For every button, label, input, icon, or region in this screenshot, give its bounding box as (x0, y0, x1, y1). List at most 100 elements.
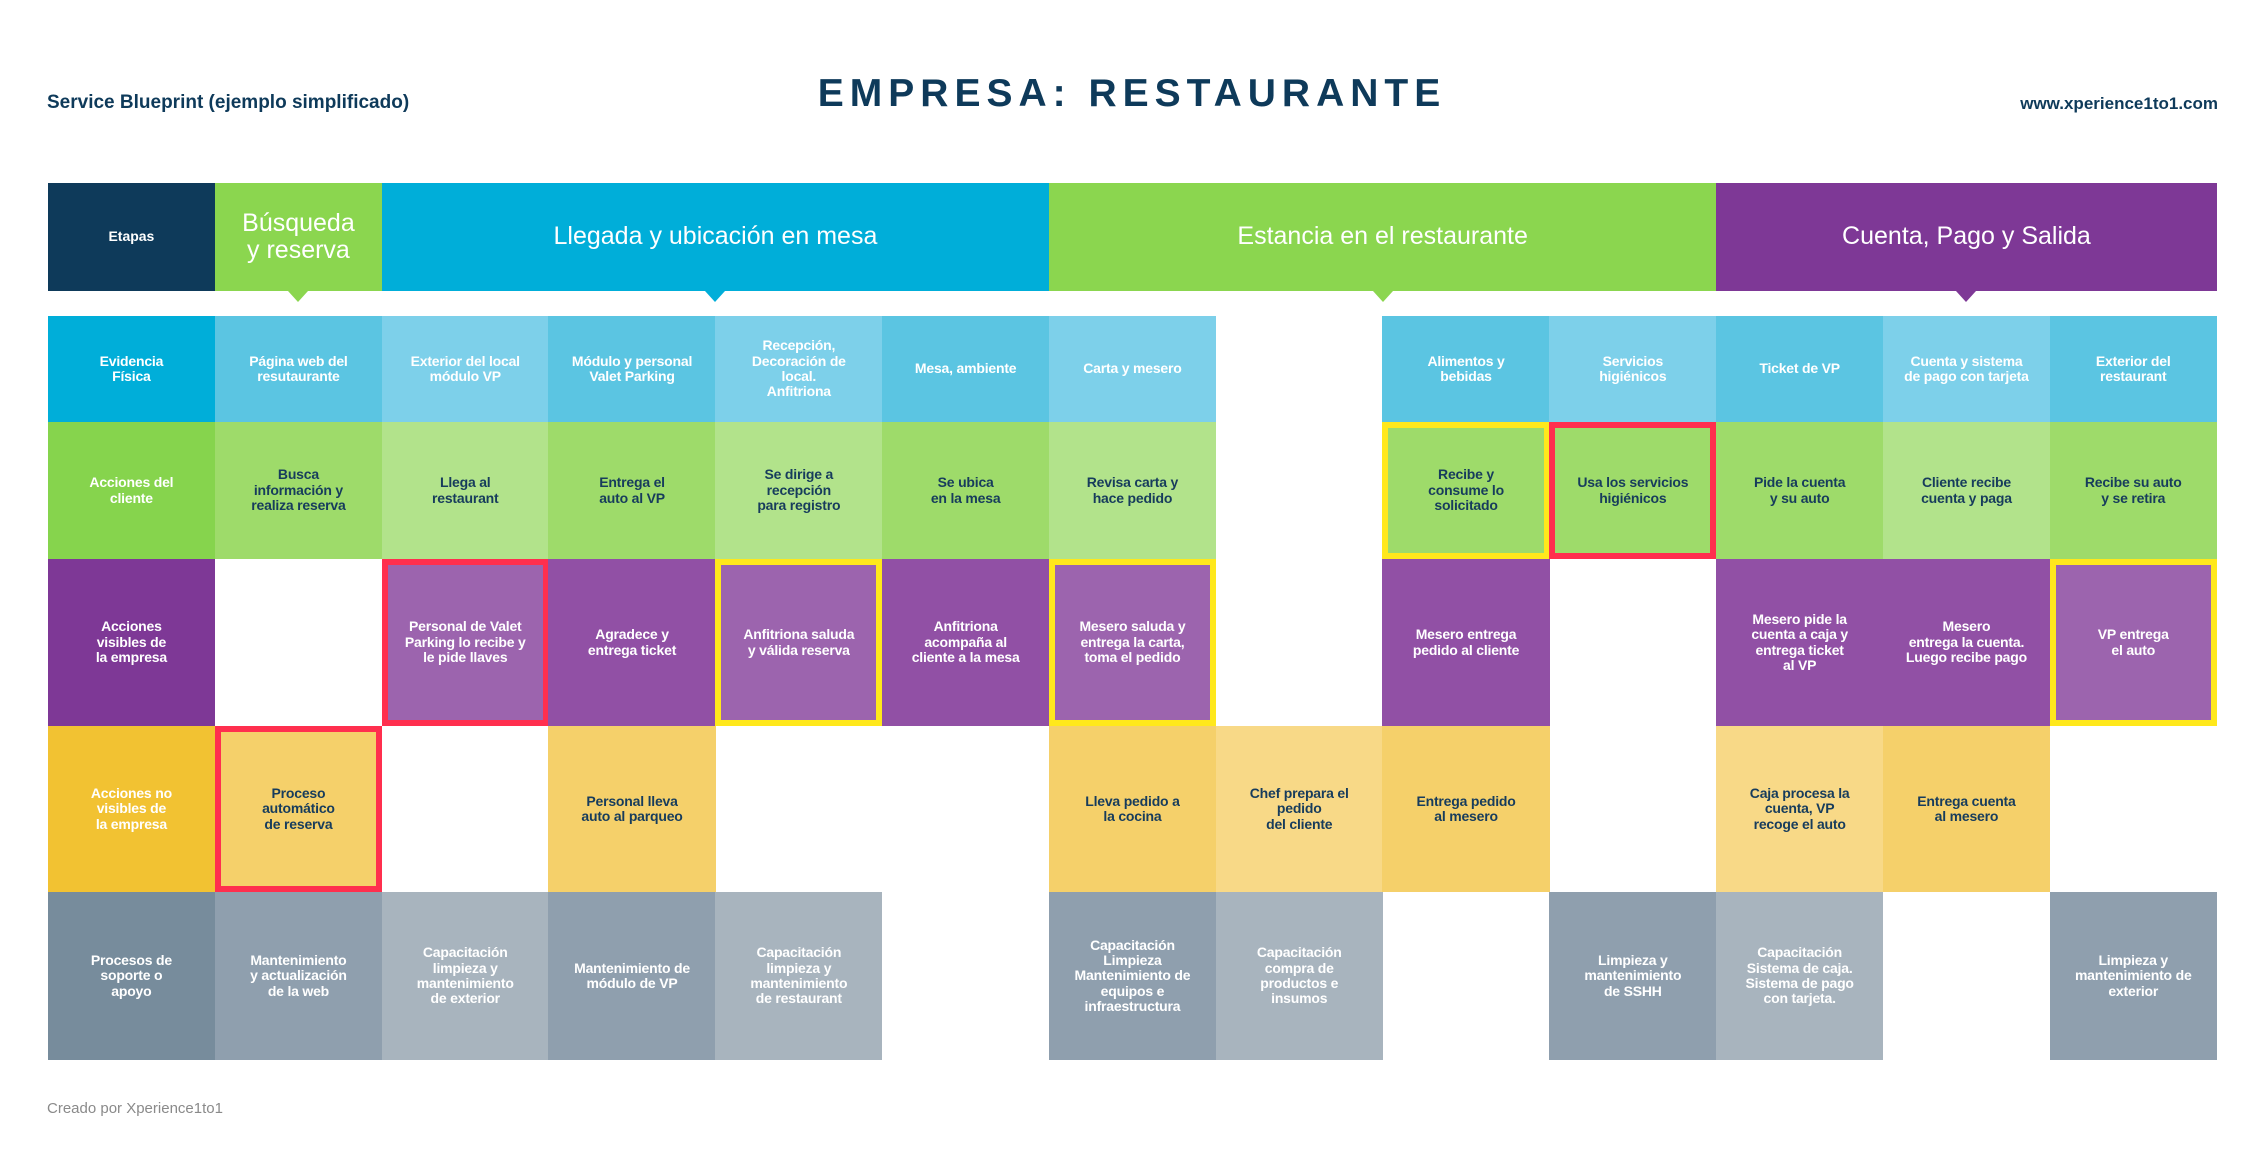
cell-text: Busca información y realiza reserva (251, 466, 346, 514)
cell-text: Capacitación limpieza y mantenimiento de… (750, 944, 848, 1007)
blueprint-cell[interactable]: Busca información y realiza reserva (214, 422, 383, 559)
row-label-text: Procesos de soporte o apoyo (90, 951, 172, 999)
blueprint-cell[interactable]: VP entrega el auto (2049, 559, 2217, 726)
blueprint-cell[interactable]: Exterior del restaurant (2049, 316, 2217, 422)
blueprint-cell[interactable]: Mesero pide la cuenta a caja y entrega t… (1716, 559, 1884, 726)
cell-text: Recibe su auto y se retira (2084, 474, 2182, 506)
cell-text: Entrega pedido al mesero (1416, 792, 1516, 824)
stage-header[interactable]: Cuenta, Pago y Salida (1716, 183, 2217, 302)
blueprint-cell[interactable]: Entrega el auto al VP (548, 422, 716, 559)
cell-text: Lleva pedido a la cocina (1085, 792, 1180, 824)
blueprint-cell[interactable]: Recibe y consume lo solicitado (1382, 422, 1550, 559)
blueprint-cell[interactable]: Mesa, ambiente (882, 316, 1050, 422)
cell-text: Anfitriona saluda y válida reserva (743, 626, 855, 658)
blueprint-cell[interactable]: Ticket de VP (1716, 316, 1884, 422)
cell-text: Mantenimiento de módulo de VP (574, 959, 690, 991)
blueprint-cell[interactable]: Anfitriona saluda y válida reserva (715, 559, 883, 726)
cell-text: Mantenimiento y actualización de la web (250, 951, 347, 999)
blueprint-cell[interactable]: Anfitriona acompaña al cliente a la mesa (882, 559, 1050, 726)
stage-pointer-icon (705, 291, 726, 302)
stage-pointer-icon (1956, 291, 1977, 302)
cell-text: Exterior del local módulo VP (410, 352, 520, 384)
blueprint-cell[interactable]: Entrega cuenta al mesero (1882, 726, 2051, 892)
blueprint-cell[interactable]: Chef prepara el pedido del cliente (1215, 726, 1383, 892)
cell-text: Mesa, ambiente (914, 360, 1017, 377)
stage-header[interactable]: Estancia en el restaurante (1048, 183, 1717, 302)
cell-text: Mesero saluda y entrega la carta, toma e… (1079, 618, 1186, 666)
blueprint-cell[interactable]: Cuenta y sistema de pago con tarjeta (1882, 316, 2051, 422)
blueprint-cell[interactable]: Mesero entrega la cuenta. Luego recibe p… (1882, 559, 2051, 726)
blueprint-cell[interactable]: Exterior del local módulo VP (381, 316, 549, 422)
blueprint-cell[interactable]: Limpieza y mantenimiento de SSHH (1549, 892, 1717, 1060)
stage-title: Llegada y ubicación en mesa (553, 222, 878, 251)
cell-text: Chef prepara el pedido del cliente (1249, 784, 1349, 832)
row-label-text: Acciones visibles de la empresa (95, 618, 167, 666)
row-label: Evidencia Física (48, 316, 215, 422)
blueprint-cell[interactable]: Caja procesa la cuenta, VP recoge el aut… (1716, 726, 1884, 892)
blueprint-cell[interactable]: Revisa carta y hace pedido (1048, 422, 1217, 559)
credit-footer: Creado por Xperience1to1 (47, 1100, 223, 1117)
blueprint-cell[interactable]: Limpieza y mantenimiento de exterior (2049, 892, 2217, 1060)
blueprint-cell[interactable]: Recepción, Decoración de local. Anfitrio… (715, 316, 883, 422)
blueprint-cell[interactable]: Usa los servicios higiénicos (1549, 422, 1717, 559)
blueprint-cell[interactable]: Alimentos y bebidas (1382, 316, 1550, 422)
cell-text: Se dirige a recepción para registro (757, 466, 841, 514)
cell-text: Página web del resutaurante (249, 352, 348, 384)
cell-text: Entrega el auto al VP (599, 474, 665, 506)
cell-text: Exterior del restaurant (2095, 352, 2171, 384)
cell-text: Llega al restaurant (432, 474, 499, 506)
blueprint-cell[interactable]: Personal lleva auto al parqueo (548, 726, 716, 892)
blueprint-cell[interactable]: Lleva pedido a la cocina (1048, 726, 1217, 892)
cell-text: Alimentos y bebidas (1427, 352, 1505, 384)
blueprint-cell[interactable]: Pide la cuenta y su auto (1716, 422, 1884, 559)
row-label: Acciones visibles de la empresa (48, 559, 215, 726)
cell-text: Mesero entrega pedido al cliente (1412, 626, 1520, 658)
blueprint-cell[interactable]: Personal de Valet Parking lo recibe y le… (381, 559, 549, 726)
cell-text: Se ubica en la mesa (930, 474, 1001, 506)
blueprint-cell[interactable]: Cliente recibe cuenta y paga (1882, 422, 2051, 559)
blueprint-cell[interactable]: Módulo y personal Valet Parking (548, 316, 716, 422)
blueprint-cell[interactable]: Capacitación Limpieza Mantenimiento de e… (1048, 892, 1217, 1060)
blueprint-cell[interactable]: Carta y mesero (1048, 316, 1217, 422)
blueprint-cell[interactable]: Capacitación limpieza y mantenimiento de… (715, 892, 883, 1060)
cell-text: Servicios higiénicos (1599, 352, 1667, 384)
blueprint-cell[interactable]: Capacitación Sistema de caja. Sistema de… (1716, 892, 1884, 1060)
blueprint-cell[interactable]: Capacitación limpieza y mantenimiento de… (381, 892, 549, 1060)
blueprint-cell[interactable]: Servicios higiénicos (1549, 316, 1717, 422)
stage-header[interactable]: Búsqueda y reserva (214, 183, 383, 302)
blueprint-cell[interactable]: Recibe su auto y se retira (2049, 422, 2217, 559)
cell-text: Caja procesa la cuenta, VP recoge el aut… (1749, 784, 1850, 832)
cell-text: Capacitación Limpieza Mantenimiento de e… (1074, 936, 1191, 1015)
blueprint-cell[interactable]: Agradece y entrega ticket (548, 559, 716, 726)
blueprint-cell[interactable]: Página web del resutaurante (214, 316, 383, 422)
cell-text: Entrega cuenta al mesero (1917, 792, 2016, 824)
blueprint-cell[interactable]: Mantenimiento de módulo de VP (548, 892, 716, 1060)
blueprint-cell[interactable]: Llega al restaurant (381, 422, 549, 559)
cell-text: Proceso automático de reserva (262, 784, 335, 832)
blueprint-cell[interactable]: Mesero entrega pedido al cliente (1382, 559, 1550, 726)
cell-text: VP entrega el auto (2097, 626, 2169, 658)
blueprint-cell[interactable]: Entrega pedido al mesero (1382, 726, 1550, 892)
cell-text: Recepción, Decoración de local. Anfitrio… (751, 337, 846, 400)
blueprint-cell[interactable]: Se ubica en la mesa (882, 422, 1050, 559)
cell-text: Capacitación compra de productos e insum… (1256, 944, 1342, 1007)
cell-text: Anfitriona acompaña al cliente a la mesa (911, 618, 1020, 666)
cell-text: Capacitación limpieza y mantenimiento de… (416, 944, 514, 1007)
row-label: Acciones del cliente (48, 422, 215, 559)
stage-title: Búsqueda y reserva (242, 208, 355, 264)
cell-text: Mesero pide la cuenta a caja y entrega t… (1751, 610, 1848, 673)
stage-title: Estancia en el restaurante (1237, 222, 1528, 251)
blueprint-subtitle: Service Blueprint (ejemplo simplificado) (47, 92, 410, 113)
blueprint-cell[interactable]: Mesero saluda y entrega la carta, toma e… (1048, 559, 1217, 726)
blueprint-cell[interactable]: Capacitación compra de productos e insum… (1215, 892, 1383, 1060)
stages-label-text: Etapas (108, 228, 155, 245)
cell-text: Carta y mesero (1083, 360, 1182, 377)
cell-text: Recibe y consume lo solicitado (1428, 466, 1504, 514)
stage-header[interactable]: Llegada y ubicación en mesa (381, 183, 1050, 302)
row-label-text: Acciones del cliente (89, 474, 174, 506)
cell-text: Cuenta y sistema de pago con tarjeta (1904, 352, 2029, 384)
blueprint-cell[interactable]: Proceso automático de reserva (214, 726, 383, 892)
website-url: www.xperience1to1.com (2020, 94, 2218, 113)
blueprint-cell[interactable]: Se dirige a recepción para registro (715, 422, 883, 559)
blueprint-cell[interactable]: Mantenimiento y actualización de la web (214, 892, 383, 1060)
